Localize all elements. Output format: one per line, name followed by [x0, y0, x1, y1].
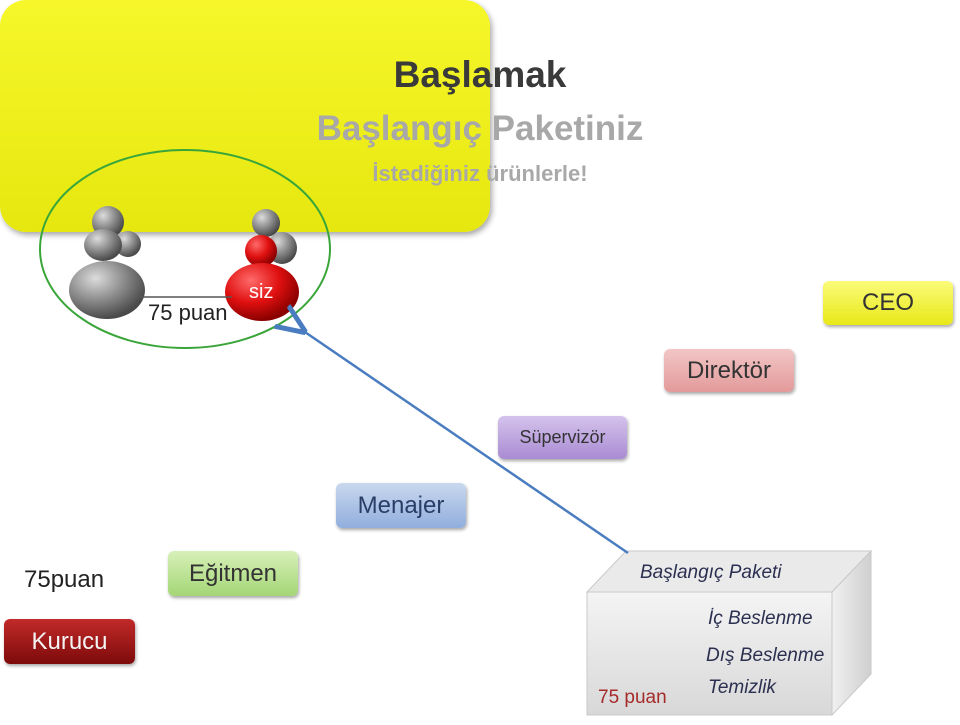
rank-founder: Kurucu [4, 619, 135, 664]
circle-points-label: 75 puan [148, 300, 228, 325]
starter-box-3d [585, 549, 873, 717]
progress-arrow [302, 330, 629, 555]
you-person-icon [225, 209, 299, 321]
you-label: siz [249, 281, 274, 303]
starter-box-item: Temizlik [708, 677, 776, 698]
starter-box-item: Dış Beslenme [706, 645, 825, 666]
rank-ceo: CEO [823, 281, 953, 325]
header-tagline: İstediğiniz ürünlerle! [372, 161, 588, 186]
team-circle [39, 149, 331, 349]
upline-people-icon [69, 206, 145, 319]
header-subtitle: Başlangıç Paketiniz [316, 109, 644, 148]
founder-points-label: 75puan [24, 566, 105, 593]
starter-box-title: Başlangıç Paketi [640, 562, 782, 583]
rank-manager: Menajer [336, 483, 466, 528]
starter-box-item: İç Beslenme [708, 608, 813, 629]
starter-box-points: 75 puan [598, 687, 667, 708]
rank-supervisor: Süpervizör [498, 416, 627, 459]
header-panel: Başlamak Başlangıç Paketiniz İstediğiniz… [0, 0, 643, 232]
header-title: Başlamak [393, 54, 567, 95]
rank-director: Direktör [664, 349, 794, 392]
rank-trainer: Eğitmen [168, 551, 298, 596]
